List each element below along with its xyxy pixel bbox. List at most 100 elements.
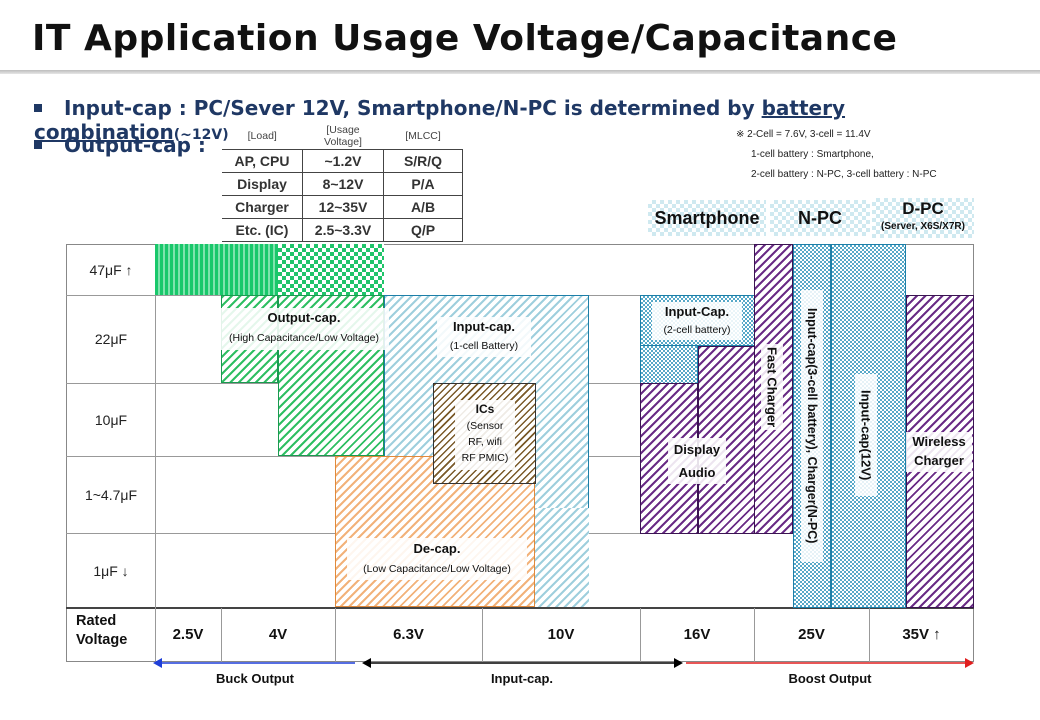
table-row: AP, CPU ~1.2V S/R/Q	[222, 149, 463, 173]
output-cap-bullet: Output-cap :	[34, 133, 206, 157]
output-cap-text: Output-cap :	[64, 133, 206, 157]
usage-voltage-header: [Usage Voltage]	[324, 124, 362, 148]
y-label-1uf: 1μF ↓	[93, 563, 129, 579]
load-header: [Load]	[247, 130, 277, 142]
table-cell: S/R/Q	[383, 149, 463, 173]
input-cap-1cell-subtitle: (1-cell Battery)	[449, 340, 519, 352]
table-cell: 8~12V	[302, 172, 384, 196]
fast-charger-label: Fast Charger	[764, 346, 780, 428]
fast-charger-label-box: Fast Charger	[761, 344, 783, 430]
de-cap-label: De-cap. (Low Capacitance/Low Voltage)	[347, 538, 527, 580]
input-cap-2cell-lower	[640, 346, 698, 383]
table-cell: Q/P	[383, 218, 463, 242]
output-cap-label: Output-cap. (High Capacitance/Low Voltag…	[219, 308, 389, 350]
table-cell: A/B	[383, 195, 463, 219]
charger-label: Charger	[914, 453, 964, 468]
boost-output-label: Boost Output	[788, 671, 872, 686]
y-label-22uf: 22μF	[94, 331, 128, 347]
bullet-square-icon	[34, 140, 42, 149]
rated-voltage-title: Rated Voltage	[66, 612, 155, 650]
smartphone-header: Smartphone	[648, 200, 766, 236]
output-cap-top-region	[155, 244, 278, 295]
ics-title: ICs	[475, 402, 495, 416]
table-cell: Charger	[222, 195, 303, 219]
grid-line	[482, 608, 483, 662]
input-cap-3cell-label: Input-cap(3-cell battery), Charger(N-PC)	[805, 308, 819, 544]
display-audio-label: Display Audio	[668, 438, 726, 484]
y-label-1-4.7uf: 1~4.7μF	[84, 487, 138, 503]
input-cap-12v-label: Input-cap(12V)	[858, 389, 874, 481]
title-divider	[0, 70, 1040, 74]
dpc-subtitle: (Server, X6S/X7R)	[881, 221, 965, 232]
output-cap-checker-region	[278, 244, 384, 296]
display-label: Display	[673, 442, 721, 457]
x-axis-line	[66, 607, 974, 609]
fast-charger-region	[754, 244, 793, 534]
input-cap-3cell-label-box: Input-cap(3-cell battery), Charger(N-PC)	[801, 290, 823, 562]
ics-label: ICs (Sensor RF, wifi RF PMIC)	[455, 400, 515, 470]
buck-output-arrow	[153, 658, 355, 668]
table-row: Charger 12~35V A/B	[222, 195, 463, 219]
grid-line	[155, 244, 156, 662]
bullet-square-icon	[34, 103, 42, 112]
battery-combination-text: battery combination	[34, 96, 846, 144]
buck-output-label: Buck Output	[216, 671, 294, 686]
x-label-25v: 25V	[798, 626, 825, 643]
table-cell: P/A	[383, 172, 463, 196]
mlcc-header: [MLCC]	[405, 130, 441, 142]
x-label-35v: 35V ↑	[902, 626, 941, 643]
grid-line	[221, 608, 222, 662]
input-cap-2cell-label: Input-Cap. (2-cell battery)	[652, 302, 742, 340]
npc-header: N-PC	[770, 200, 870, 236]
input-cap-arrow-label: Input-cap.	[490, 671, 554, 686]
dpc-header: D-PC (Server, X6S/X7R)	[872, 198, 974, 238]
grid-line	[869, 608, 870, 662]
grid-line	[754, 608, 755, 662]
y-label-47uf: 47μF ↑	[89, 262, 133, 278]
boost-output-arrow	[686, 658, 974, 668]
grid-line	[640, 608, 641, 662]
x-label-16v: 16V	[683, 626, 711, 643]
load-table-header: [Load] [Usage Voltage] [MLCC]	[222, 124, 463, 150]
input-cap-arrow	[362, 658, 683, 668]
ics-line1: (Sensor	[466, 420, 504, 432]
audio-label: Audio	[678, 465, 716, 480]
table-cell: Display	[222, 172, 303, 196]
input-cap-bullet: Input-cap : PC/Sever 12V, Smartphone/N-P…	[34, 96, 1040, 144]
input-cap-12v-label-box: Input-cap(12V)	[855, 374, 877, 496]
ics-line2: RF, wifi	[468, 436, 502, 448]
battery-note-line1: ※ 2-Cell = 7.6V, 3-cell = 11.4V	[736, 129, 871, 140]
table-row: Display 8~12V P/A	[222, 172, 463, 196]
rated-voltage-line2: Voltage	[76, 632, 128, 648]
dpc-title: D-PC	[902, 199, 944, 218]
wireless-label: Wireless	[912, 434, 966, 449]
input-cap-voltage: (~12V)	[173, 127, 229, 143]
input-cap-text: Input-cap : PC/Sever 12V, Smartphone/N-P…	[64, 96, 762, 120]
x-label-6.3v: 6.3V	[393, 626, 424, 643]
wireless-charger-label: Wireless Charger	[906, 432, 972, 472]
input-cap-1cell-label: Input-cap. (1-cell Battery)	[437, 317, 531, 357]
bottom-arrows	[153, 658, 974, 668]
battery-note-line2: 1-cell battery : Smartphone,	[751, 149, 874, 160]
table-cell: 12~35V	[302, 195, 384, 219]
load-voltage-table: [Load] [Usage Voltage] [MLCC] AP, CPU ~1…	[222, 124, 463, 242]
table-cell: Etc. (IC)	[222, 218, 303, 242]
output-cap-subtitle: (High Capacitance/Low Voltage)	[228, 332, 379, 344]
input-cap-1cell-lower	[535, 508, 589, 607]
de-cap-title: De-cap.	[413, 541, 461, 556]
x-label-10v: 10V	[547, 626, 575, 643]
page-title: IT Application Usage Voltage/Capacitance	[32, 18, 898, 59]
ics-line3: RF PMIC)	[461, 452, 509, 464]
input-cap-2cell-title: Input-Cap.	[664, 304, 730, 319]
output-cap-title: Output-cap.	[267, 310, 341, 325]
rated-voltage-line1: Rated	[76, 613, 117, 629]
input-cap-1cell-title: Input-cap.	[452, 319, 516, 334]
de-cap-subtitle: (Low Capacitance/Low Voltage)	[363, 563, 511, 575]
grid-line	[335, 608, 336, 662]
x-label-2.5v: 2.5V	[172, 626, 204, 643]
table-cell: AP, CPU	[222, 149, 303, 173]
table-row: Etc. (IC) 2.5~3.3V Q/P	[222, 218, 463, 242]
table-cell: 2.5~3.3V	[302, 218, 384, 242]
table-cell: ~1.2V	[302, 149, 384, 173]
input-cap-2cell-subtitle: (2-cell battery)	[663, 324, 731, 336]
